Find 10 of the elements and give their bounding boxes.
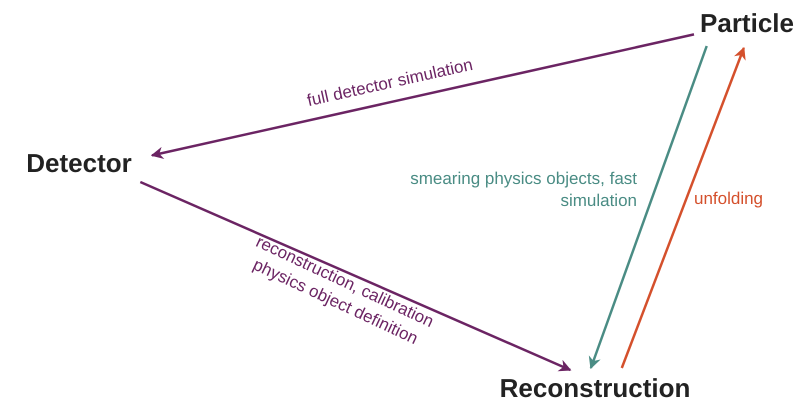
arrow: [620, 46, 746, 368]
edge-label: unfolding: [694, 188, 764, 210]
node-label: Particle: [700, 6, 794, 40]
edge-label: smearing physics objects, fast simulation: [409, 168, 637, 212]
edge-label: full detector simulation: [304, 54, 476, 112]
arrow: [150, 33, 694, 160]
arrow: [588, 46, 708, 370]
arrow: [140, 180, 572, 372]
node-label: Reconstruction: [500, 372, 690, 404]
node-label: Detector: [26, 146, 132, 180]
